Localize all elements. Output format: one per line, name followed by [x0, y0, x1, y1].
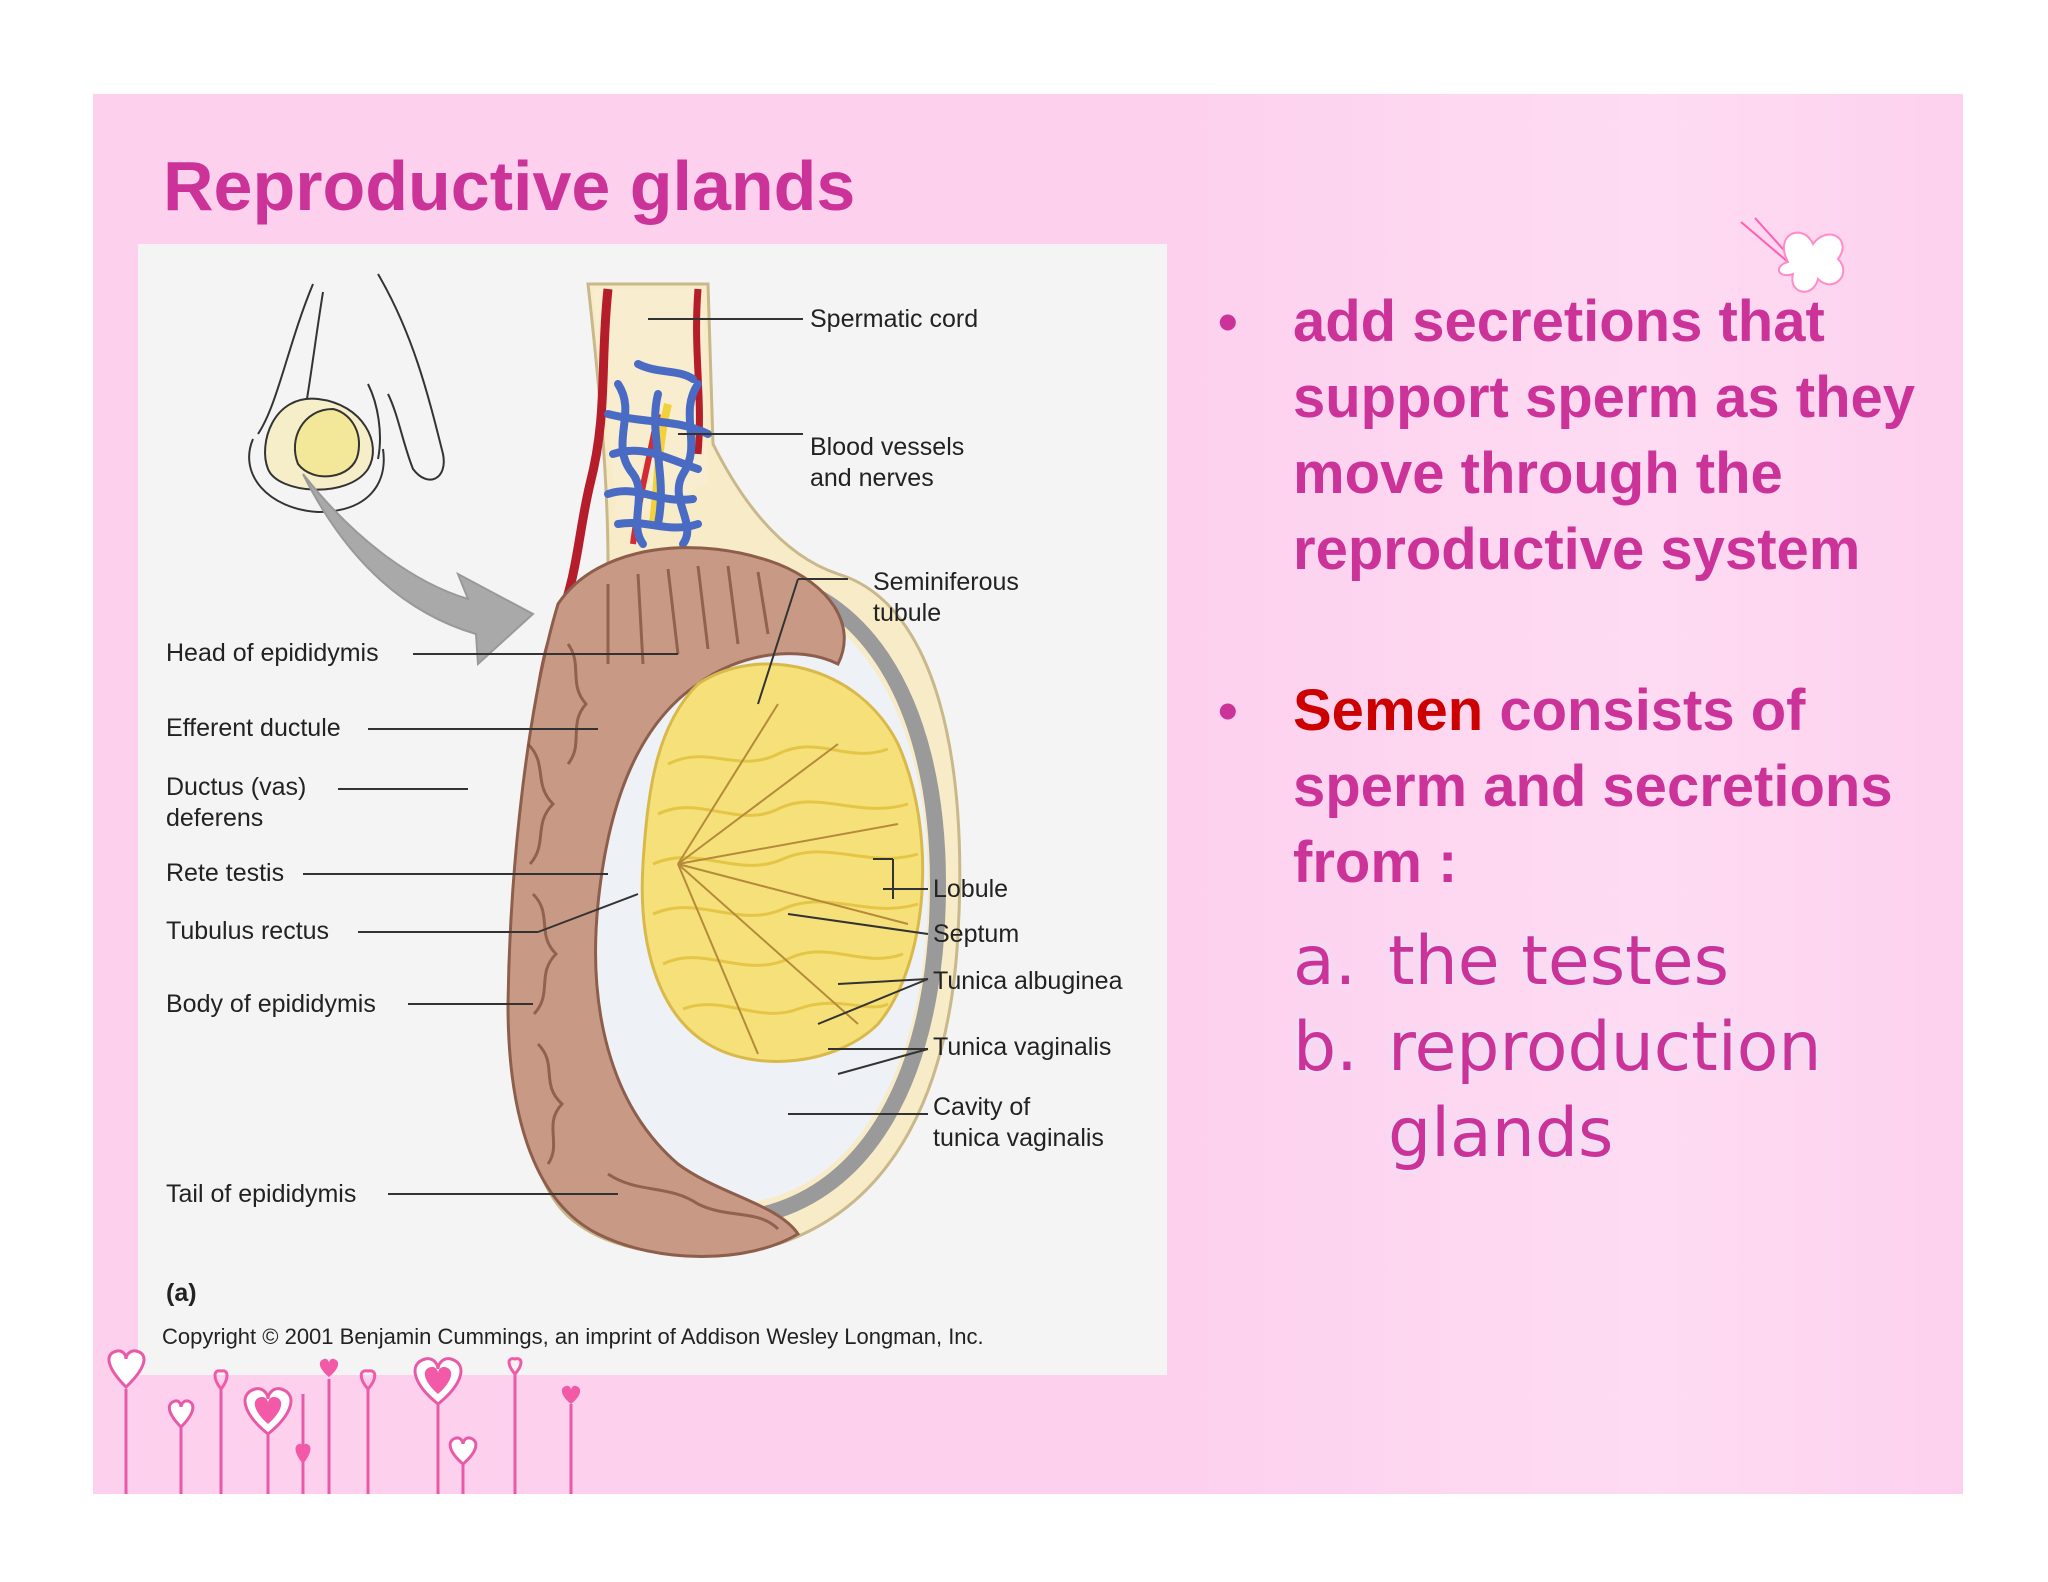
testis-lobules	[640, 662, 925, 1063]
thumbnail-sketch	[248, 273, 445, 514]
label-blood-vessels-2: and nerves	[810, 464, 934, 492]
copyright-text: Copyright © 2001 Benjamin Cummings, an i…	[162, 1324, 984, 1349]
sub-marker: a.	[1293, 922, 1357, 1001]
label-tail-epididymis: Tail of epididymis	[166, 1180, 357, 1208]
arrow-icon	[302, 473, 535, 667]
label-cavity-2: tunica vaginalis	[933, 1124, 1104, 1152]
testis-illustration	[248, 273, 962, 1258]
sub-marker: b.	[1293, 1008, 1358, 1087]
sub-text: the testes	[1388, 922, 1730, 1001]
sub-list: a. the testes b. reproduction glands	[1293, 919, 1938, 1177]
label-blood-vessels-1: Blood vessels	[810, 433, 965, 461]
label-body-epididymis: Body of epididymis	[166, 990, 376, 1018]
slide-title: Reproductive glands	[163, 147, 856, 225]
label-tunica-vaginalis: Tunica vaginalis	[933, 1033, 1112, 1061]
testis-diagram: Spermatic cord Blood vessels and nerves …	[138, 244, 1167, 1375]
leader-lines	[303, 318, 929, 1195]
background-glow	[1193, 94, 1963, 1494]
bullet-item-2: • Semen consists of sperm and secretions…	[1218, 673, 1938, 901]
sub-text: reproduction glands	[1388, 1008, 1822, 1173]
label-spermatic-cord: Spermatic cord	[810, 305, 979, 333]
label-seminiferous-1: Seminiferous	[873, 568, 1019, 596]
label-ductus-2: deferens	[166, 804, 264, 832]
bullet-text: add secretions that support sperm as the…	[1293, 289, 1916, 582]
sub-item-b: b. reproduction glands	[1293, 1005, 1938, 1177]
label-tunica-albuginea: Tunica albuginea	[933, 967, 1123, 995]
bullet-list: • add secretions that support sperm as t…	[1218, 284, 1938, 1177]
heart-stems-icon	[107, 1349, 581, 1494]
label-seminiferous-2: tubule	[873, 599, 942, 627]
label-efferent-ductule: Efferent ductule	[166, 714, 341, 742]
label-ductus-1: Ductus (vas)	[166, 773, 307, 801]
bullet-marker: •	[1218, 679, 1238, 742]
label-rete-testis: Rete testis	[166, 859, 285, 887]
sub-item-a: a. the testes	[1293, 919, 1938, 1005]
bullet-item-1: • add secretions that support sperm as t…	[1218, 284, 1938, 588]
semen-highlight: Semen	[1293, 678, 1484, 743]
label-septum: Septum	[933, 920, 1020, 948]
label-tubulus-rectus: Tubulus rectus	[166, 917, 330, 945]
label-head-epididymis: Head of epididymis	[166, 639, 379, 667]
slide: Reproductive glands	[93, 94, 1963, 1494]
bullet-marker: •	[1218, 290, 1238, 353]
epididymis	[506, 546, 846, 1258]
bullet-text: consists of sperm and secretions from :	[1293, 678, 1893, 895]
label-cavity-1: Cavity of	[933, 1093, 1031, 1121]
panel-label: (a)	[166, 1279, 197, 1307]
label-lobule: Lobule	[933, 875, 1009, 903]
butterfly-icon	[1740, 217, 1845, 293]
